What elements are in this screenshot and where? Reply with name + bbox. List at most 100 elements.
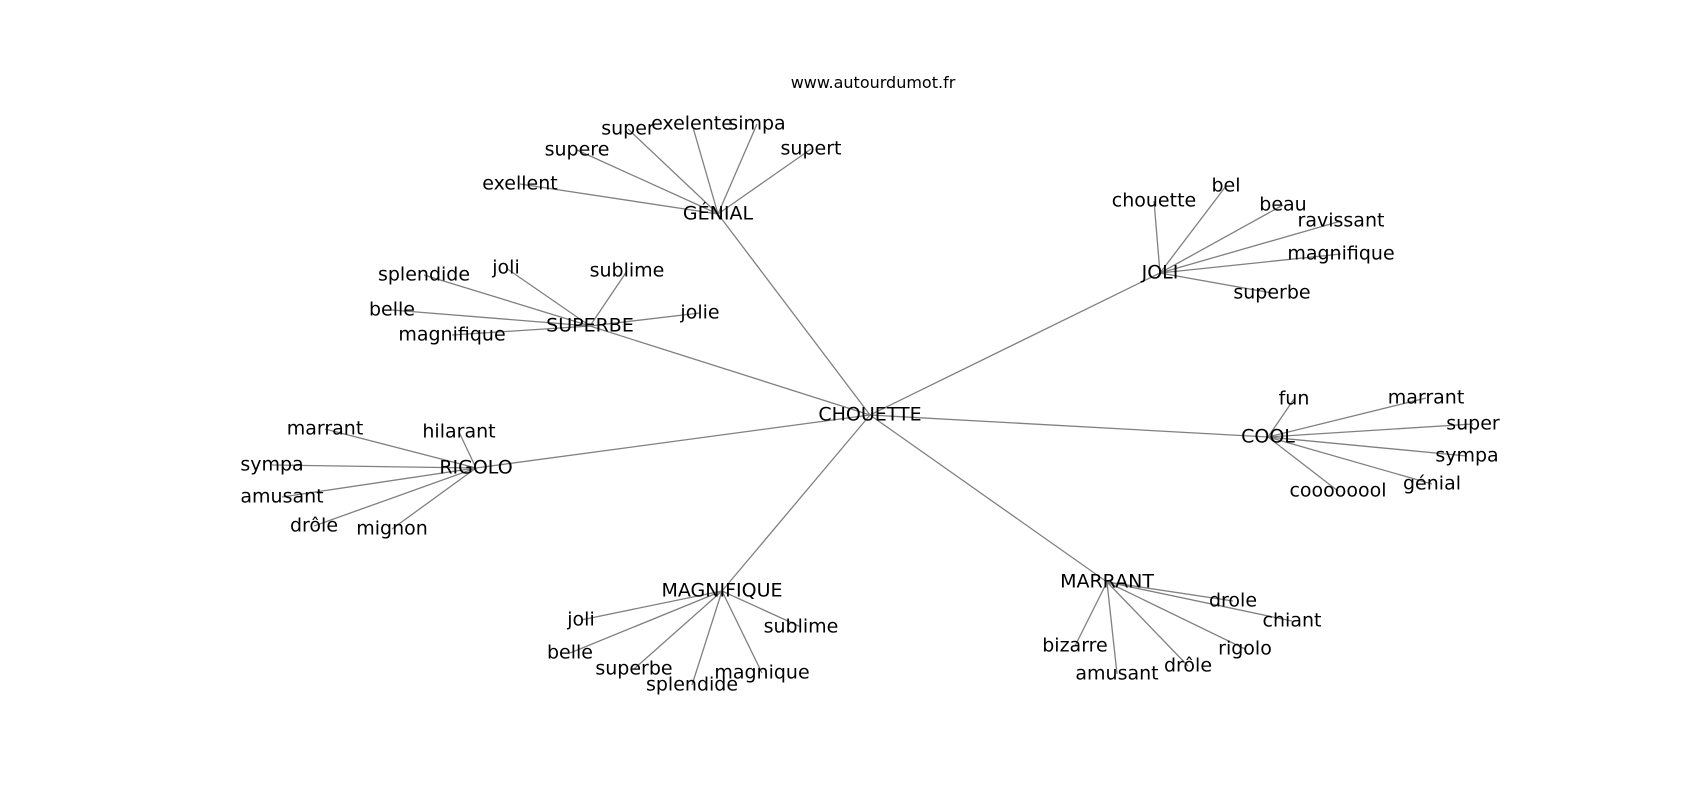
synonym-label: amusant xyxy=(240,486,323,508)
synonym-label: belle xyxy=(369,299,415,321)
edge-joli-4 xyxy=(1159,253,1342,274)
root-label: CHOUETTE xyxy=(818,404,921,426)
edge-root-genial xyxy=(717,213,871,416)
synonym-label: joli xyxy=(491,257,519,279)
edge-superbe-3 xyxy=(391,309,591,327)
edge-cool-4 xyxy=(1267,436,1433,485)
synonym-label: super xyxy=(1446,413,1500,435)
synonym-label: marrant xyxy=(1388,387,1465,409)
edge-root-rigolo xyxy=(475,414,871,469)
synonym-label: mignon xyxy=(356,518,428,540)
synonym-label: jolie xyxy=(679,302,719,324)
edge-cool-1 xyxy=(1267,397,1427,438)
synonym-label: joli xyxy=(566,609,594,631)
labels-layer: www.autourdumot.fr exellentsuperesuperex… xyxy=(240,73,1500,696)
edge-root-cool xyxy=(869,414,1269,438)
synonym-label: drole xyxy=(1209,590,1257,612)
hub-label-cool: COOL xyxy=(1241,426,1295,448)
edge-marrant-4 xyxy=(1106,581,1118,675)
synonym-label: magnifique xyxy=(398,324,505,346)
edge-joli-5 xyxy=(1159,272,1273,294)
synonym-label: chouette xyxy=(1112,190,1196,212)
synonym-label: drôle xyxy=(1164,655,1212,677)
synonym-label: magnique xyxy=(714,662,809,684)
hub-label-marrant: MARRANT xyxy=(1060,571,1154,593)
synonym-label: rigolo xyxy=(1218,638,1272,660)
edge-genial-0 xyxy=(519,183,719,215)
edge-cool-0 xyxy=(1267,398,1295,438)
edge-magnifique-3 xyxy=(691,590,723,686)
synonym-label: génial xyxy=(1403,473,1461,495)
edge-magnifique-0 xyxy=(580,590,723,621)
edge-rigolo-0 xyxy=(324,428,477,469)
edge-genial-1 xyxy=(576,149,719,215)
edge-root-magnifique xyxy=(721,414,871,592)
synonym-label: exellent xyxy=(482,173,557,195)
synonym-label: drôle xyxy=(290,515,338,537)
synonym-label: magnifique xyxy=(1287,243,1394,265)
edge-marrant-0 xyxy=(1106,581,1234,602)
edge-rigolo-5 xyxy=(391,467,477,530)
synonym-label: chiant xyxy=(1263,610,1322,632)
edges-layer xyxy=(271,123,1474,686)
edge-cool-2 xyxy=(1267,423,1474,438)
synonym-label: sublime xyxy=(590,260,665,282)
edge-rigolo-2 xyxy=(271,464,477,469)
edge-rigolo-4 xyxy=(313,467,477,527)
edge-cool-3 xyxy=(1267,436,1468,457)
synonym-label: super xyxy=(601,118,655,140)
synonym-label: sublime xyxy=(764,616,839,638)
edge-superbe-5 xyxy=(589,312,701,327)
edge-genial-2 xyxy=(627,128,719,215)
edge-magnifique-2 xyxy=(633,590,723,670)
edge-marrant-1 xyxy=(1106,581,1293,622)
edge-marrant-3 xyxy=(1106,581,1189,667)
synonym-label: amusant xyxy=(1075,663,1158,685)
synonym-label: hilarant xyxy=(422,421,495,443)
edge-superbe-1 xyxy=(505,267,591,327)
synonym-label: marrant xyxy=(287,418,364,440)
edge-joli-2 xyxy=(1159,204,1284,274)
edge-rigolo-3 xyxy=(281,467,477,498)
hub-label-rigolo: RIGOLO xyxy=(439,457,512,479)
edge-superbe-4 xyxy=(451,325,591,336)
edge-magnifique-5 xyxy=(721,590,802,628)
synonym-label: sympa xyxy=(1435,445,1498,467)
synonym-label: fun xyxy=(1279,388,1310,410)
synonym-label: exelente xyxy=(651,113,733,135)
site-caption: www.autourdumot.fr xyxy=(791,73,956,92)
synonym-label: bizarre xyxy=(1042,635,1108,657)
synonym-label: superbe xyxy=(1233,282,1310,304)
synonym-label: supere xyxy=(545,139,610,161)
edge-genial-4 xyxy=(717,123,758,215)
edge-magnifique-1 xyxy=(569,590,723,654)
hub-label-magnifique: MAGNIFIQUE xyxy=(662,580,783,602)
synonym-label: splendide xyxy=(646,674,738,696)
synonym-label: coooooool xyxy=(1289,480,1386,502)
edge-genial-3 xyxy=(691,123,719,215)
edge-superbe-2 xyxy=(589,270,628,327)
synonym-label: supert xyxy=(781,138,842,160)
edge-superbe-0 xyxy=(423,274,591,327)
edge-marrant-5 xyxy=(1074,581,1108,647)
edge-genial-5 xyxy=(717,148,812,215)
hub-label-genial: GÉNIAL xyxy=(683,202,754,225)
synonym-label: beau xyxy=(1259,194,1306,216)
edge-joli-0 xyxy=(1153,200,1161,274)
edge-marrant-2 xyxy=(1106,581,1246,650)
synonym-label: simpa xyxy=(728,113,785,135)
hub-label-superbe: SUPERBE xyxy=(546,315,634,337)
edge-magnifique-4 xyxy=(721,590,763,674)
edge-cool-5 xyxy=(1267,436,1339,492)
synonym-label: sympa xyxy=(240,454,303,476)
synonym-label: belle xyxy=(547,642,593,664)
hub-label-joli: JOLI xyxy=(1141,262,1179,284)
edge-joli-1 xyxy=(1159,185,1227,274)
synonym-label: bel xyxy=(1211,175,1240,197)
synonym-label: ravissant xyxy=(1298,210,1385,232)
edge-rigolo-1 xyxy=(458,431,477,469)
edge-root-joli xyxy=(869,272,1161,416)
edge-joli-3 xyxy=(1159,220,1342,274)
synonym-label: splendide xyxy=(378,264,470,286)
